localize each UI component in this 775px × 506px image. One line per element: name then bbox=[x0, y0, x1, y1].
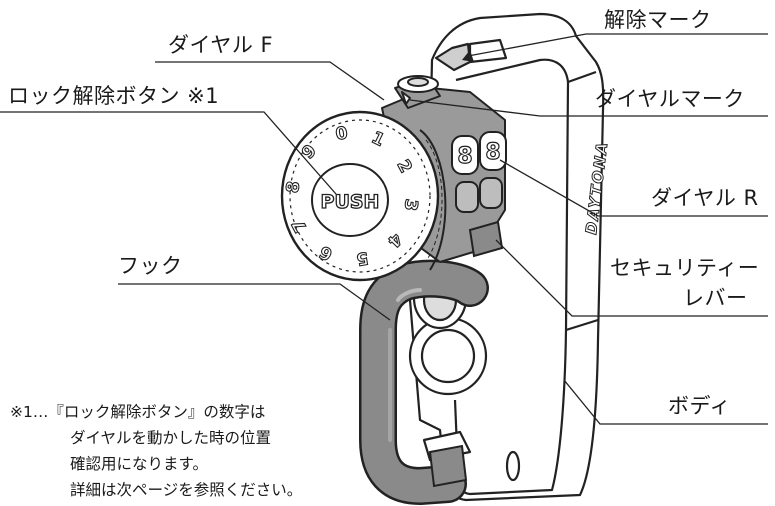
dial-digit-3: 3 bbox=[400, 198, 421, 213]
label-lock-release-button: ロック解除ボタン ※1 bbox=[8, 84, 220, 108]
footnote-line-3: 確認用になります。 bbox=[70, 455, 208, 473]
label-body: ボディ bbox=[668, 394, 732, 418]
label-release-mark: 解除マーク bbox=[604, 8, 712, 32]
label-security-lever-line2: レバー bbox=[683, 286, 748, 310]
label-dial-f: ダイヤル F bbox=[168, 33, 274, 57]
hook-shackle bbox=[359, 259, 489, 505]
footnote-line-4: 詳細は次ページを参照ください。 bbox=[70, 481, 303, 499]
leader-lines bbox=[0, 33, 768, 425]
footnote-line-1: ※1…『ロック解除ボタン』の数字は bbox=[10, 403, 266, 421]
dial-r: 8 8 bbox=[451, 131, 507, 258]
label-hook: フック bbox=[118, 254, 183, 278]
dial-digit-5: 5 bbox=[355, 247, 370, 269]
dial-digit-8: 8 bbox=[283, 180, 304, 195]
dial-digit-0: 0 bbox=[334, 123, 349, 145]
dial-r-digit: 8 bbox=[457, 144, 472, 169]
dial-r-digit: 8 bbox=[485, 140, 500, 165]
label-security-lever-line1: セキュリティー bbox=[610, 256, 760, 280]
label-dial-r: ダイヤル R bbox=[651, 186, 759, 210]
push-button-label: PUSH bbox=[321, 191, 380, 213]
label-dial-mark: ダイヤルマーク bbox=[595, 87, 745, 111]
footnote-line-2: ダイヤルを動かした時の位置 bbox=[70, 429, 272, 447]
